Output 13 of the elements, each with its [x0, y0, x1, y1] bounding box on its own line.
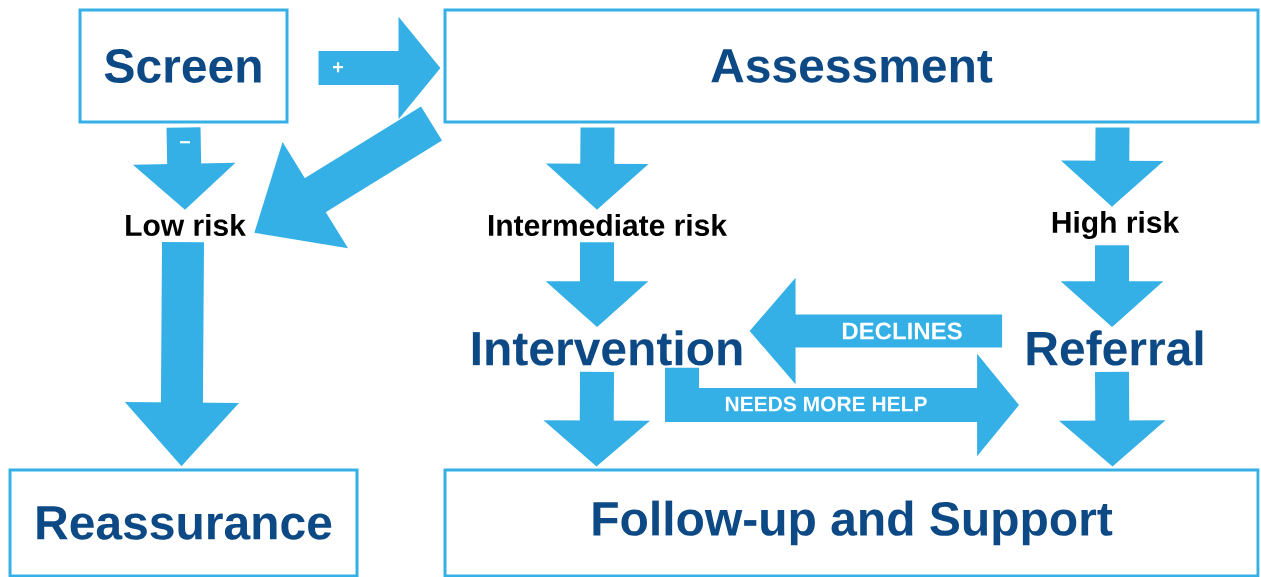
edge-label: +: [333, 62, 344, 73]
stage-label: Intervention: [472, 330, 742, 366]
risk-label: High risk: [1052, 210, 1180, 240]
process-box: Screen: [78, 8, 289, 124]
edge-label: NEEDS MORE HELP: [725, 396, 927, 412]
risk-label: Low risk: [126, 214, 246, 236]
process-box: Reassurance: [8, 468, 359, 577]
process-box: Follow-up and Support: [443, 468, 1260, 577]
process-box: Assessment: [443, 8, 1260, 124]
edge-label: −: [180, 141, 190, 144]
risk-label: Intermediate risk: [488, 214, 728, 236]
edge-label: DECLINES: [842, 322, 962, 340]
stage-label: Referral: [1027, 330, 1203, 366]
